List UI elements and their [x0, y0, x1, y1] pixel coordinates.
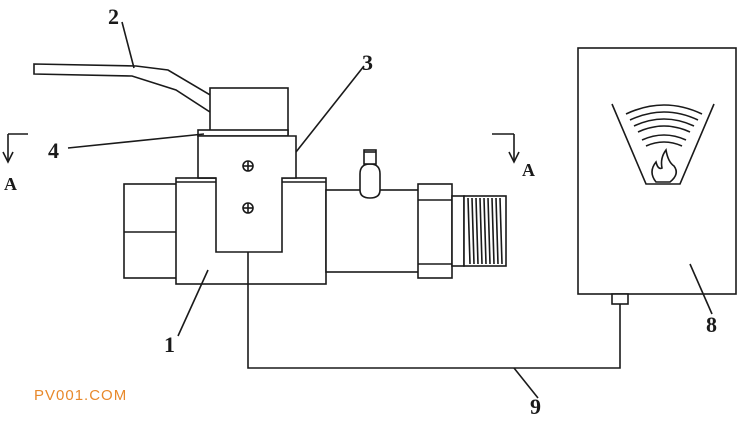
valve-handle [33, 63, 289, 137]
section-label-left: A [4, 174, 17, 194]
valve-body [123, 135, 507, 285]
watermark: PV001.COM [34, 387, 127, 404]
signal-wire [247, 252, 621, 369]
label-4: 4 [48, 138, 59, 163]
label-2: 2 [108, 4, 119, 29]
thread-lines [467, 197, 503, 265]
leader-lines [67, 21, 713, 399]
section-arrow-left [2, 133, 28, 164]
water-heater [577, 47, 737, 305]
section-label-right: A [522, 160, 535, 180]
label-8: 8 [706, 312, 717, 337]
label-9: 9 [530, 394, 541, 419]
section-arrow-right [492, 133, 520, 164]
label-1: 1 [164, 332, 175, 357]
label-3: 3 [362, 50, 373, 75]
